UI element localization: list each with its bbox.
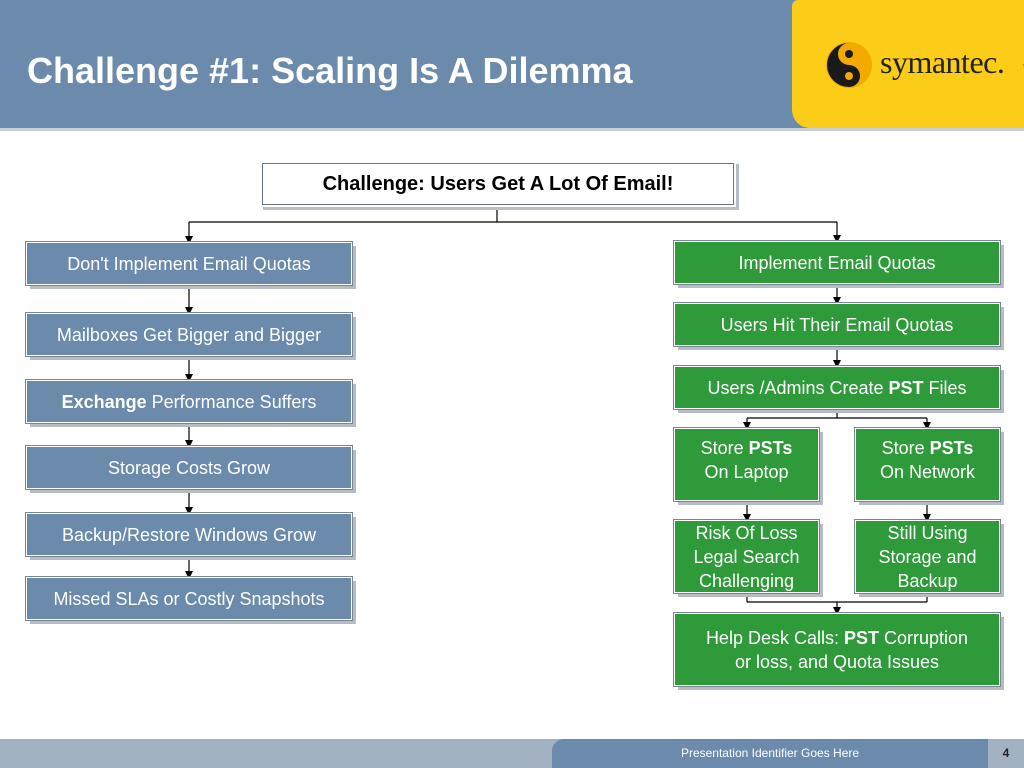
create-pst-box: Users /Admins Create PST Files	[673, 365, 1001, 410]
risk-of-loss-box: Risk Of Loss Legal Search Challenging	[673, 519, 820, 594]
footer-tab	[552, 739, 988, 768]
logo-wordmark: symantec.	[880, 44, 1005, 80]
still-using-storage-box: Still Using Storage and Backup	[854, 519, 1001, 594]
help-desk-box: Help Desk Calls: PST Corruption or loss,…	[673, 612, 1001, 687]
implement-quotas-box: Implement Email Quotas	[673, 240, 1001, 285]
page-number: 4	[1002, 746, 1010, 760]
challenge-root-box: Challenge: Users Get A Lot Of Email!	[260, 161, 736, 207]
missed-slas-box: Missed SLAs or Costly Snapshots	[25, 576, 353, 621]
storage-costs-box: Storage Costs Grow	[25, 445, 353, 490]
mailboxes-bigger-box: Mailboxes Get Bigger and Bigger	[25, 312, 353, 357]
hit-quotas-box: Users Hit Their Email Quotas	[673, 302, 1001, 347]
presentation-identifier: Presentation Identifier Goes Here	[680, 746, 860, 760]
slide-title: Challenge #1: Scaling Is A Dilemma	[27, 50, 633, 91]
logo-trademark: ™	[1022, 63, 1024, 72]
backup-windows-box: Backup/Restore Windows Grow	[25, 512, 353, 557]
title-bar-rule	[0, 128, 1024, 131]
exchange-performance-box: Exchange Performance Suffers	[25, 379, 353, 424]
no-quota-box: Don't Implement Email Quotas	[25, 241, 353, 286]
symantec-logo-icon	[826, 42, 872, 88]
